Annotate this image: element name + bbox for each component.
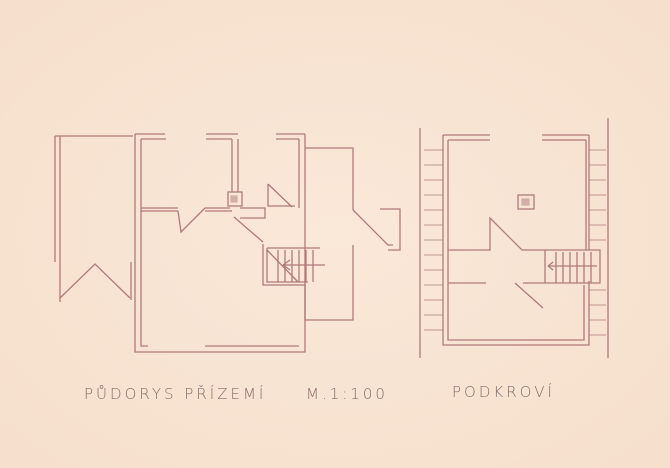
ground-floor-plan	[54, 133, 401, 353]
ground-floor-label: PŮDORYS PŘÍZEMÍ	[84, 385, 267, 403]
attic-plan	[419, 118, 609, 358]
scale-label: M.1:100	[306, 385, 388, 403]
attic-label: PODKROVÍ	[452, 383, 555, 401]
